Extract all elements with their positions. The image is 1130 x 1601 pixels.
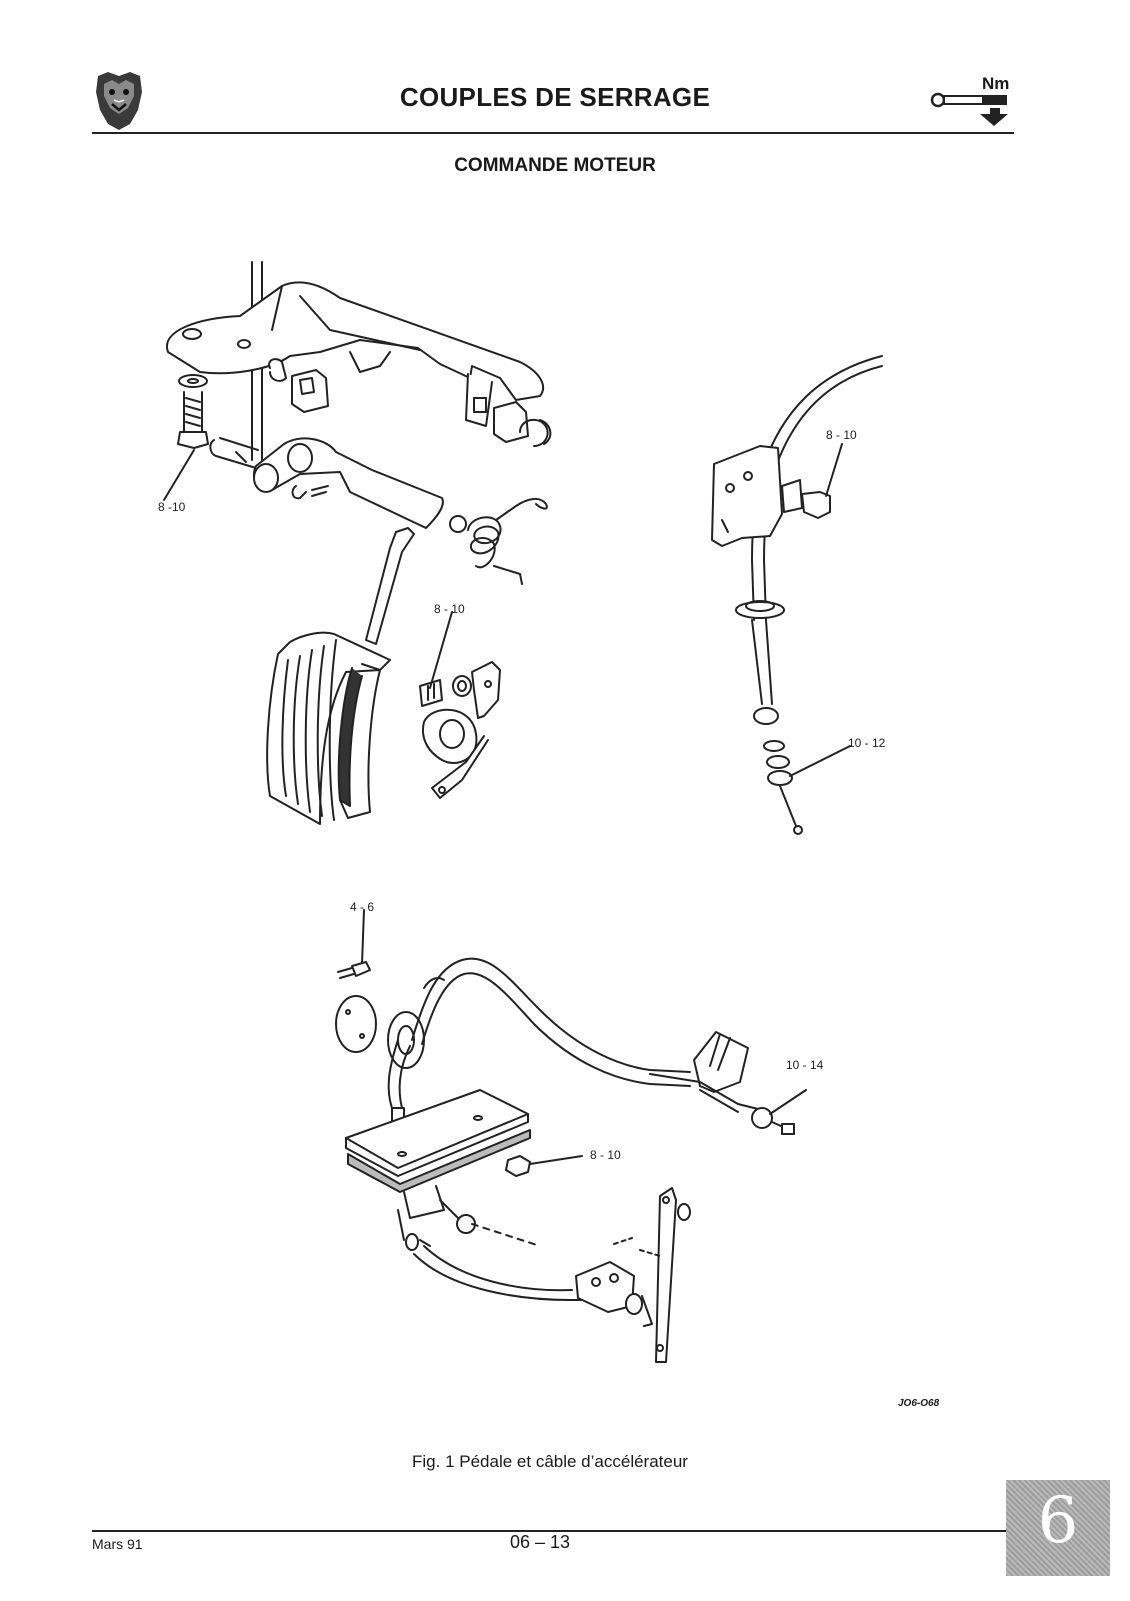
callout-cable-nut: 10 - 12 [848,736,886,750]
callout-bracket-bolt: 8 - 10 [826,428,857,442]
section-tab-number: 6 [1037,1484,1079,1558]
header-rule [92,132,1014,134]
callout-throttle-nut: 10 - 14 [786,1058,824,1072]
jaguar-logo-icon [96,72,142,130]
footer-date: Mars 91 [92,1536,143,1552]
drawing-reference: JO6-O68 [898,1398,940,1409]
pedal-box-assembly [335,909,807,1363]
figure-caption: Fig. 1 Pédale et câble d’accélérateur [412,1452,688,1471]
cable-bracket-assembly [711,355,883,835]
callout-pedal-box-nut: 8 - 10 [590,1148,621,1162]
section-tab: 6 [1006,1480,1110,1576]
footer-rule [92,1530,1014,1532]
callout-pedal-pad-bolt: 8 - 10 [434,602,465,616]
callout-screw: 4 - 6 [350,900,375,914]
page-title: COUPLES DE SERRAGE [399,82,711,112]
torque-wrench-icon [930,92,1008,126]
page-number: 06 – 13 [510,1532,571,1552]
unit-label: Nm [982,74,1010,93]
pedal-assembly [163,261,552,825]
page-subtitle: COMMANDE MOTEUR [454,155,656,176]
callout-pedal-pivot-bolt: 8 -10 [158,500,186,514]
